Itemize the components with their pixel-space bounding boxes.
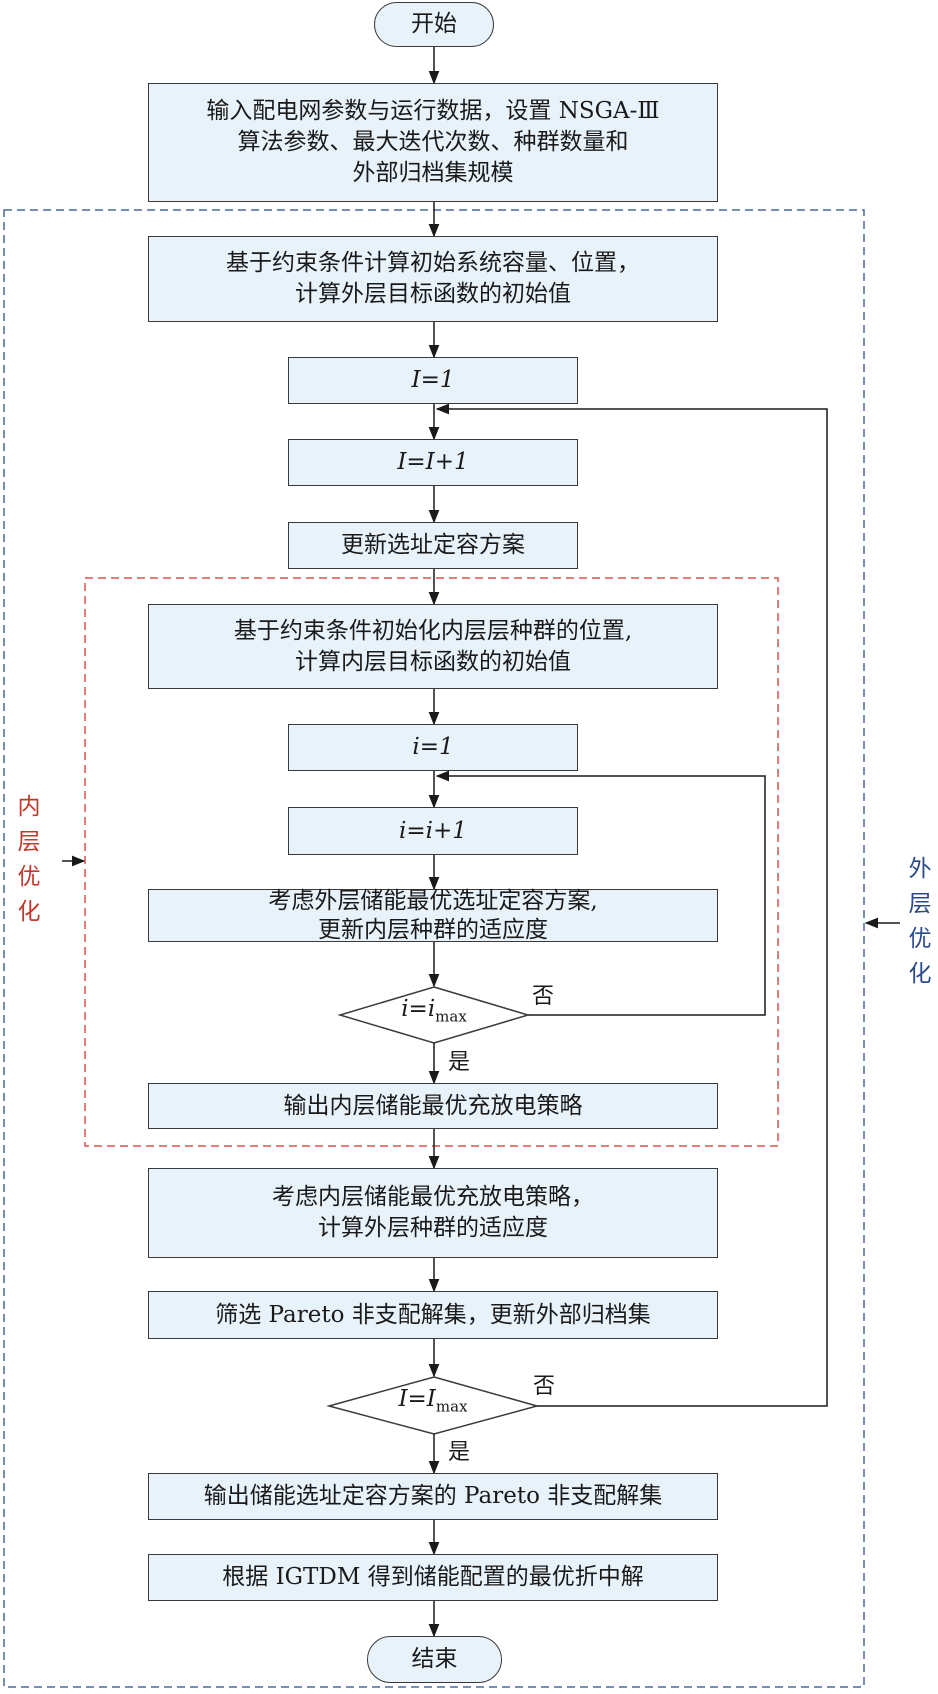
output-inner-text: 输出内层储能最优充放电策略 xyxy=(283,1092,583,1119)
output-pareto-box: 输出储能选址定容方案的 Pareto 非支配解集 xyxy=(148,1473,718,1520)
output-pareto-text: 输出储能选址定容方案的 Pareto 非支配解集 xyxy=(203,1483,663,1509)
update-scheme-box: 更新选址定容方案 xyxy=(288,522,578,569)
end-node: 结束 xyxy=(367,1636,502,1683)
edge-outer-no-loop xyxy=(435,403,828,1407)
igtdm-text: 根据 IGTDM 得到储能配置的最优折中解 xyxy=(222,1564,644,1590)
init-inner-text: 基于约束条件初始化内层层种群的位置, 计算内层目标函数的初始值 xyxy=(233,617,633,675)
output-inner-box: 输出内层储能最优充放电策略 xyxy=(148,1083,718,1129)
outer-no-label: 否 xyxy=(533,1368,555,1400)
outer-iter-init-text: I=1 xyxy=(411,367,455,393)
pareto-filter-text: 筛选 Pareto 非支配解集，更新外部归档集 xyxy=(215,1301,651,1328)
consider-inner-text: 考虑内层储能最优充放电策略， 计算外层种群的适应度 xyxy=(272,1184,594,1241)
end-label: 结束 xyxy=(411,1646,458,1672)
outer-cond-node: I=Imax xyxy=(329,1377,537,1434)
consider-outer-box: 考虑外层储能最优选址定容方案, 更新内层种群的适应度 xyxy=(148,887,718,943)
init-outer-text: 基于约束条件计算初始系统容量、位置， 计算外层目标函数的初始值 xyxy=(226,250,640,307)
outer-iter-inc-box: I=I+1 xyxy=(288,439,578,486)
consider-outer-text: 考虑外层储能最优选址定容方案, 更新内层种群的适应度 xyxy=(268,887,598,943)
consider-inner-box: 考虑内层储能最优充放电策略， 计算外层种群的适应度 xyxy=(148,1168,718,1258)
outer-cond-text: I=Imax xyxy=(398,1386,468,1416)
outer-no-text: 否 xyxy=(533,1374,556,1399)
inner-iter-inc-box: i=i+1 xyxy=(288,807,578,855)
inner-no-text: 否 xyxy=(532,984,555,1009)
input-params-box: 输入配电网参数与运行数据，设置 NSGA-Ⅲ 算法参数、最大迭代次数、种群数量和… xyxy=(148,83,718,202)
pareto-filter-box: 筛选 Pareto 非支配解集，更新外部归档集 xyxy=(148,1291,718,1339)
inner-optimization-label: 内层优化 xyxy=(14,790,44,930)
init-outer-box: 基于约束条件计算初始系统容量、位置， 计算外层目标函数的初始值 xyxy=(148,236,718,322)
input-params-text: 输入配电网参数与运行数据，设置 NSGA-Ⅲ 算法参数、最大迭代次数、种群数量和… xyxy=(206,98,660,186)
outer-optimization-label: 外层优化 xyxy=(905,852,935,992)
inner-yes-label: 是 xyxy=(448,1044,470,1076)
inner-iter-init-text: i=1 xyxy=(412,734,454,760)
inner-cond-node: i=imax xyxy=(340,987,528,1043)
outer-iter-init-box: I=1 xyxy=(288,357,578,404)
inner-cond-text: i=imax xyxy=(401,995,467,1026)
init-inner-box: 基于约束条件初始化内层层种群的位置, 计算内层目标函数的初始值 xyxy=(148,604,718,689)
inner-optimization-text: 内层优化 xyxy=(17,794,41,925)
outer-yes-label: 是 xyxy=(448,1434,470,1466)
outer-optimization-text: 外层优化 xyxy=(908,856,932,987)
outer-yes-text: 是 xyxy=(448,1440,471,1465)
start-label: 开始 xyxy=(411,11,457,37)
start-node: 开始 xyxy=(374,2,494,47)
inner-no-label: 否 xyxy=(532,978,554,1010)
igtdm-box: 根据 IGTDM 得到储能配置的最优折中解 xyxy=(148,1554,718,1601)
edge-inner-no-loop xyxy=(435,770,766,1016)
inner-iter-inc-text: i=i+1 xyxy=(399,817,467,844)
outer-iter-inc-text: I=I+1 xyxy=(397,449,469,475)
inner-iter-init-box: i=1 xyxy=(288,724,578,771)
update-scheme-text: 更新选址定容方案 xyxy=(341,532,525,558)
inner-yes-text: 是 xyxy=(448,1050,471,1075)
